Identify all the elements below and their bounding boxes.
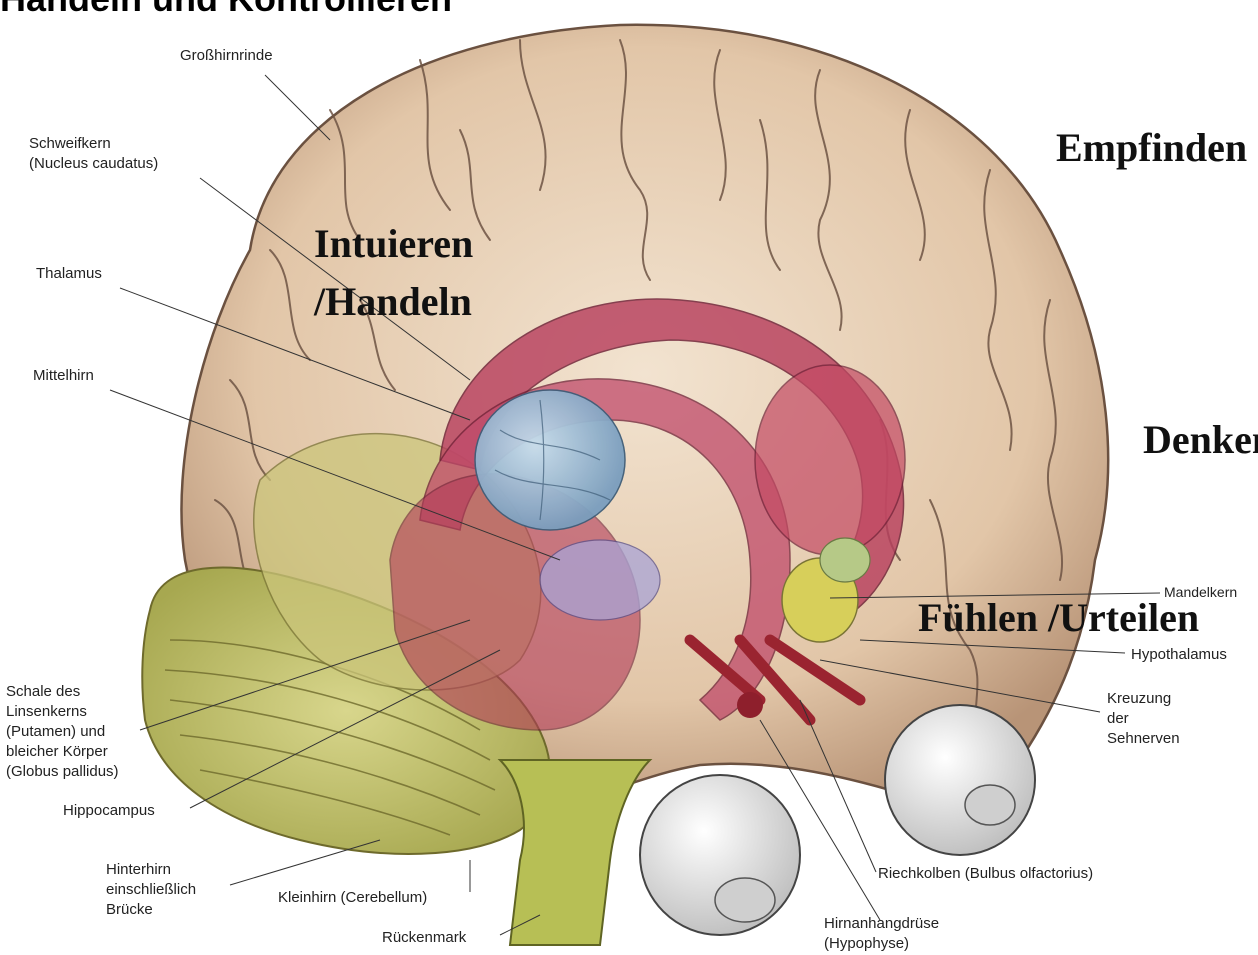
label-riechkolben: Riechkolben (Bulbus olfactorius)	[878, 864, 1093, 883]
left-optic-nerve	[715, 878, 775, 922]
pituitary-shape	[737, 692, 763, 718]
page-heading: Handeln und Kontrollieren	[0, 0, 452, 20]
label-nucleus-caudatus: (Nucleus caudatus)	[29, 154, 158, 173]
label-schale-5: (Globus pallidus)	[6, 762, 119, 781]
label-fuehlen-urteilen: Fühlen /Urteilen	[918, 596, 1199, 640]
label-rueckenmark: Rückenmark	[382, 928, 466, 947]
spinal-cord	[500, 760, 650, 945]
label-grosshirnrinde: Großhirnrinde	[180, 46, 273, 65]
thalamus-shape	[475, 390, 625, 530]
label-kleinhirn: Kleinhirn (Cerebellum)	[278, 888, 427, 907]
label-hinterhirn-1: Hinterhirn	[106, 860, 171, 879]
label-hinterhirn-2: einschließlich	[106, 880, 196, 899]
label-hypothalamus: Hypothalamus	[1131, 645, 1227, 664]
label-intuieren: Intuieren	[314, 222, 473, 266]
label-kreuzung-1: Kreuzung	[1107, 689, 1171, 708]
right-optic-nerve	[965, 785, 1015, 825]
label-schale-3: (Putamen) und	[6, 722, 105, 741]
label-schweifkern: Schweifkern	[29, 134, 111, 153]
label-hypophyse: (Hypophyse)	[824, 934, 909, 953]
hippocampal-head	[820, 538, 870, 582]
label-schale-4: bleicher Körper	[6, 742, 108, 761]
lentiform-nucleus	[755, 365, 905, 555]
label-schale-1: Schale des	[6, 682, 80, 701]
label-hinterhirn-3: Brücke	[106, 900, 153, 919]
label-schale-2: Linsenkerns	[6, 702, 87, 721]
label-kreuzung-3: Sehnerven	[1107, 729, 1180, 748]
label-denken: Denken	[1143, 418, 1258, 462]
label-empfinden: Empfinden	[1056, 126, 1247, 170]
label-hippocampus: Hippocampus	[63, 801, 155, 820]
label-hirnanhangdruese: Hirnanhangdrüse	[824, 914, 939, 933]
midbrain-shape	[540, 540, 660, 620]
label-thalamus: Thalamus	[36, 264, 102, 283]
label-mandelkern: Mandelkern	[1164, 583, 1237, 602]
label-handeln: /Handeln	[314, 280, 472, 324]
label-kreuzung-2: der	[1107, 709, 1129, 728]
label-mittelhirn: Mittelhirn	[33, 366, 94, 385]
right-eye	[885, 705, 1035, 855]
